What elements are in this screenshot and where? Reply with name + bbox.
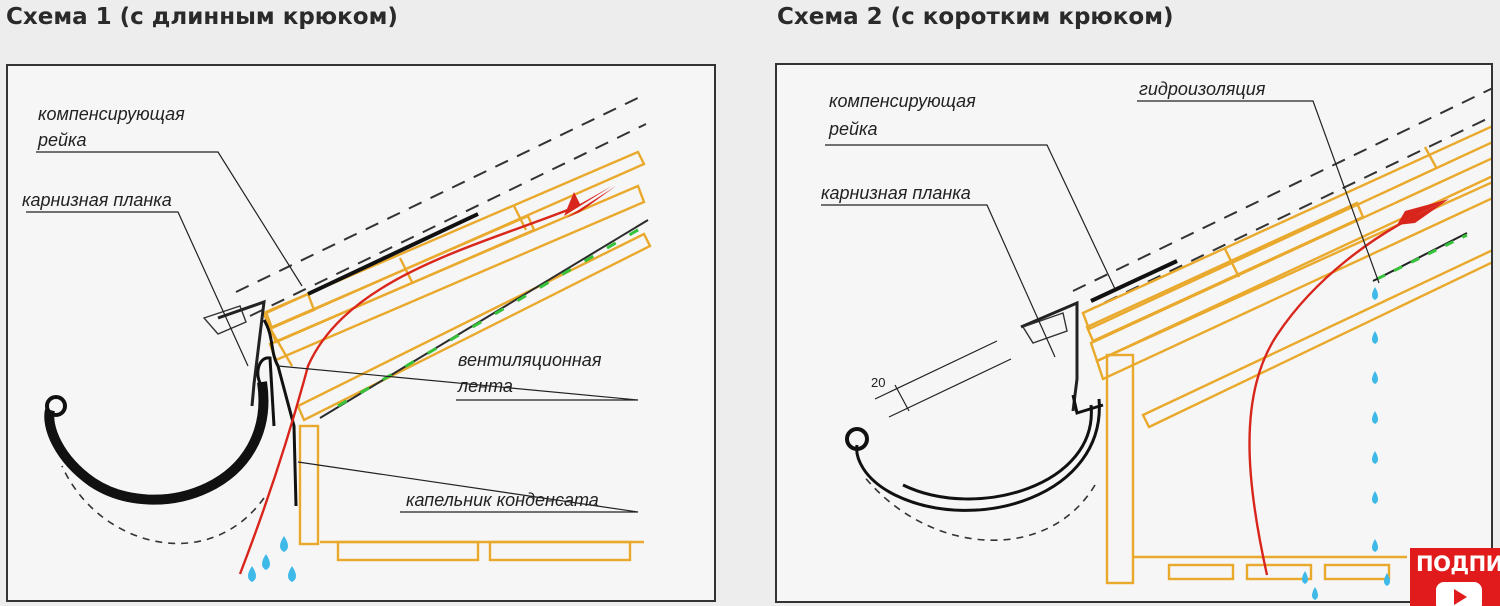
ventilation-tape <box>319 219 649 419</box>
water-drop-1 <box>1372 287 1378 300</box>
scheme-1-drawing: компенсирующая рейка карнизная планка ве… <box>22 93 652 582</box>
scheme-2-diagram: 20 компенсирующая рейка карнизная планка… <box>775 63 1493 603</box>
water-drop-1 <box>262 554 270 570</box>
water-drop-3 <box>1372 371 1378 384</box>
water-drop-8 <box>1302 571 1308 584</box>
gutter <box>855 398 1101 512</box>
gutter-hook-dashed <box>862 474 1096 541</box>
gutter-bead <box>45 395 67 417</box>
rafter-board <box>268 184 646 362</box>
ceiling-board-2 <box>488 540 632 562</box>
counter-batten-board <box>1085 201 1365 343</box>
ceiling-board-3 <box>1323 563 1391 581</box>
leader-ventilation-tape <box>277 365 639 401</box>
batten-board <box>1081 125 1491 331</box>
water-drop-5 <box>1372 451 1378 464</box>
dimension-label: 20 <box>871 375 885 390</box>
label-compensating-strip-2: рейка <box>37 130 87 150</box>
wall-stud <box>298 424 320 546</box>
water-drop-9 <box>1384 573 1390 586</box>
roof-edge-bevel <box>268 327 294 367</box>
airflow-arrow-head-fill <box>566 186 616 218</box>
water-drop-6 <box>1372 491 1378 504</box>
batten-joint <box>398 257 414 283</box>
label-eaves-strip: карнизная планка <box>22 190 172 210</box>
scheme-1-diagram: компенсирующая рейка карнизная планка ве… <box>6 64 716 602</box>
dimension-line-2 <box>888 358 1012 418</box>
leader-compensating-strip <box>825 144 1116 290</box>
water-drop-7 <box>1372 539 1378 552</box>
label-waterproofing: гидроизоляция <box>1139 79 1266 99</box>
scheme-2-title: Схема 2 (с коротким крюком) <box>777 4 1174 30</box>
wall-stud <box>1105 353 1135 585</box>
compensating-strip-block <box>262 292 316 330</box>
airflow-line <box>238 204 579 575</box>
eaves-strip <box>1020 300 1079 412</box>
subscribe-badge[interactable]: ПОДПИ <box>1410 548 1500 606</box>
water-drop-3 <box>288 566 296 582</box>
rafter-structure <box>1081 125 1491 585</box>
compensating-strip <box>1090 259 1178 303</box>
label-compensating-strip-2: рейка <box>828 119 878 139</box>
leader-condensate-drip <box>297 461 639 513</box>
airflow-line <box>1248 213 1418 576</box>
label-condensate-drip: капельник конденсата <box>406 490 599 510</box>
ceiling-board-1 <box>336 540 480 562</box>
gutter-hook-short <box>1071 394 1104 415</box>
leader-eaves-strip <box>26 211 249 367</box>
waterproofing-membrane-green <box>1376 233 1468 281</box>
roof-covering-line <box>1072 87 1491 292</box>
ceiling-board-1 <box>1167 563 1235 581</box>
compensating-strip <box>307 212 479 296</box>
gutter-bead <box>845 427 869 451</box>
label-ventilation-tape-2: лента <box>457 376 513 396</box>
condensate-drip-edge <box>262 319 298 507</box>
water-drop-10 <box>1312 587 1318 600</box>
ventilation-tape-green <box>337 222 649 408</box>
label-ventilation-tape-1: вентиляционная <box>458 350 602 370</box>
water-drop-4 <box>1372 411 1378 424</box>
rafter-lower-board <box>1095 181 1491 381</box>
roof-covering-line-2 <box>1082 115 1491 314</box>
batten-joint-2 <box>1423 146 1439 170</box>
water-drop-2 <box>1372 331 1378 344</box>
label-compensating-strip-1: компенсирующая <box>38 104 185 124</box>
gutter-hook-long <box>256 356 276 427</box>
dimension-tick <box>894 384 910 412</box>
subscribe-label: ПОДПИ <box>1416 552 1500 576</box>
airflow-arrow-head-2 <box>1397 199 1449 225</box>
dimension-line-1 <box>874 340 998 400</box>
gutter-hook-dashed <box>61 465 265 545</box>
gutter-inner <box>902 404 1093 501</box>
water-drop-4 <box>248 566 256 582</box>
lower-sheathing-board <box>1141 249 1491 429</box>
roof-covering-line <box>235 93 647 293</box>
batten-joint <box>1223 248 1241 278</box>
roof-covering-line-2 <box>249 123 647 317</box>
eaves-strip <box>217 299 266 407</box>
leader-compensating-strip <box>36 151 303 287</box>
leader-waterproofing <box>1137 100 1380 284</box>
scheme-2-drawing: 20 компенсирующая рейка карнизная планка… <box>821 79 1491 600</box>
label-eaves-strip: карнизная планка <box>821 183 971 203</box>
airflow-arrow-head <box>564 186 612 216</box>
batten-board <box>264 150 646 330</box>
eaves-strip-outline <box>1021 312 1068 344</box>
ceiling-board-2 <box>1245 563 1313 581</box>
scheme-1-title: Схема 1 (с длинным крюком) <box>6 4 398 30</box>
water-drop-2 <box>280 536 288 552</box>
rafter-board <box>1089 157 1491 363</box>
waterproofing-membrane <box>1372 232 1468 282</box>
label-compensating-strip-1: компенсирующая <box>829 91 976 111</box>
leader-eaves-strip <box>821 204 1056 358</box>
gutter <box>44 381 269 505</box>
youtube-play-icon <box>1436 582 1482 606</box>
eaves-strip-outline <box>202 305 247 335</box>
